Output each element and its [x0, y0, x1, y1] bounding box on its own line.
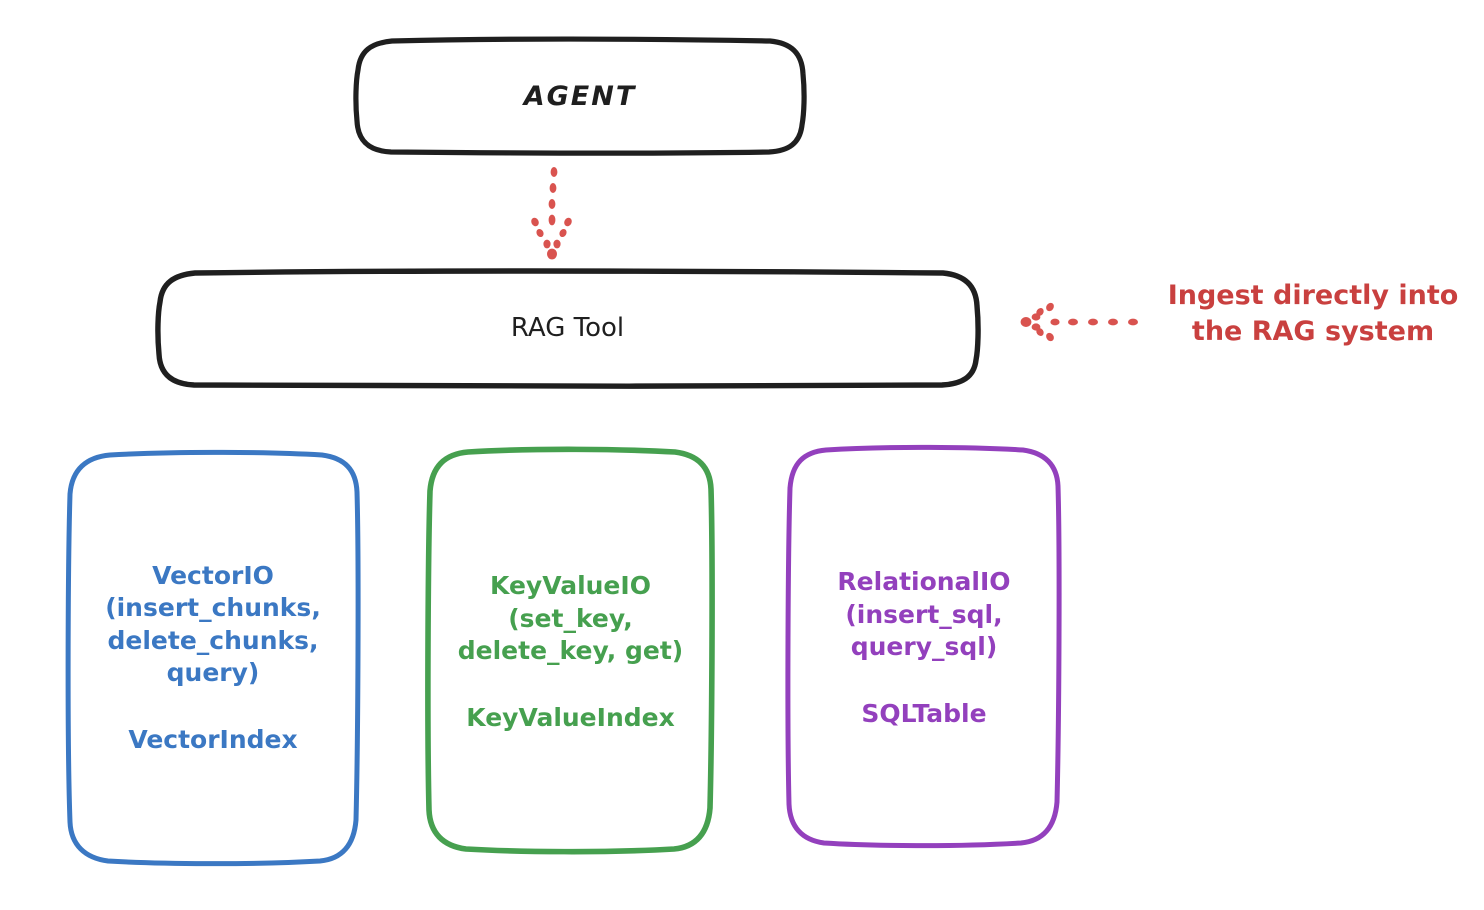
keyvalueio-api-label: KeyValueIO (set_key, delete_key, get) [457, 571, 684, 665]
relationalio-index-label: SQLTable [861, 698, 987, 728]
agent-to-rag-tool-connector [531, 167, 572, 260]
ingest-annotation-connector [1020, 302, 1138, 342]
vectorio-api-label: VectorIO (insert_chunks, delete_chunks, … [105, 560, 321, 688]
ingest-annotation-text: Ingest directly into the RAG system [1167, 280, 1459, 348]
keyvalueio-index-label: KeyValueIndex [466, 702, 675, 732]
relationalio-api-label: RelationalIO (insert_sql, query_sql) [837, 567, 1011, 661]
relationalio-provider-card[interactable]: RelationalIO (insert_sql, query_sql) SQL… [788, 448, 1060, 848]
agent-box[interactable]: AGENT [356, 40, 804, 153]
keyvalueio-provider-card[interactable]: KeyValueIO (set_key, delete_key, get) Ke… [428, 450, 713, 854]
rag-tool-box[interactable]: RAG Tool [157, 272, 978, 385]
vectorio-provider-card[interactable]: VectorIO (insert_chunks, delete_chunks, … [68, 452, 358, 864]
rag-tool-label: RAG Tool [510, 313, 625, 344]
agent-label: AGENT [523, 80, 637, 112]
vectorio-index-label: VectorIndex [128, 724, 298, 754]
